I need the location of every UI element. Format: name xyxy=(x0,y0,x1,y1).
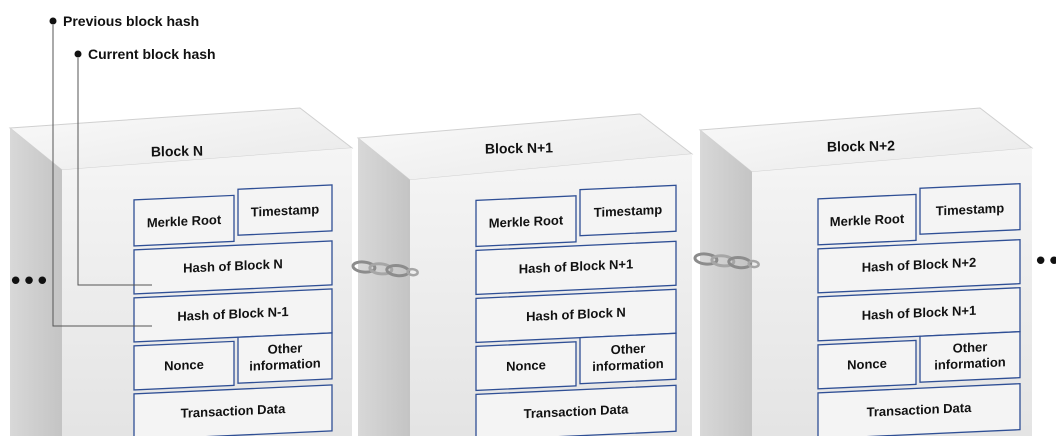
nonce-cell xyxy=(133,340,235,391)
other-info-cell xyxy=(237,332,333,384)
current-hash-cell xyxy=(133,240,333,295)
other-info-line2: information xyxy=(934,354,1006,372)
transaction-data-label: Transaction Data xyxy=(867,400,972,420)
current-hash-bullet-icon xyxy=(74,50,82,58)
current-hash-cell xyxy=(817,239,1021,294)
nonce-cell xyxy=(817,339,917,390)
timestamp-label: Timestamp xyxy=(936,200,1004,218)
timestamp-cell xyxy=(237,184,333,236)
merkle-root-label: Merkle Root xyxy=(830,211,905,229)
previous-hash-label: Hash of Block N+1 xyxy=(862,303,976,323)
chain-link-2 xyxy=(693,252,760,270)
block-title: Block N+2 xyxy=(827,137,896,154)
chain-link-icon xyxy=(693,252,719,266)
other-info-line2: information xyxy=(249,355,321,373)
previous-hash-label: Hash of Block N-1 xyxy=(177,304,288,324)
chain-link-icon xyxy=(727,255,753,270)
block-side-face xyxy=(10,128,62,436)
nonce-label: Nonce xyxy=(847,356,887,373)
timestamp-cell xyxy=(919,183,1021,235)
block-fields: Merkle Root Timestamp Hash of Block N+1 … xyxy=(475,184,677,436)
merkle-root-cell xyxy=(475,195,577,248)
nonce-label: Nonce xyxy=(506,357,546,374)
chain-link-1 xyxy=(351,260,419,278)
merkle-root-label: Merkle Root xyxy=(489,212,564,230)
previous-hash-leader-line xyxy=(52,25,152,327)
legend: Previous block hash Current block hash xyxy=(49,13,216,327)
left-ellipsis: ••• xyxy=(8,267,48,297)
block-fields: Merkle Root Timestamp Hash of Block N Ha… xyxy=(133,184,333,436)
other-info-line2: information xyxy=(592,356,664,374)
other-info-line1: Other xyxy=(611,341,646,358)
block-n: Block N Merkle Root Timestamp Hash of Bl… xyxy=(8,107,354,436)
block-n-plus-2: Block N+2 Merkle Root Timestamp Hash of … xyxy=(698,107,1034,436)
other-info-cell xyxy=(579,332,677,385)
transaction-data-cell xyxy=(817,383,1021,436)
block-fields: Merkle Root Timestamp Hash of Block N+2 … xyxy=(817,183,1021,436)
nonce-cell xyxy=(475,341,577,392)
previous-hash-cell xyxy=(817,287,1021,342)
current-hash-label: Hash of Block N+1 xyxy=(519,256,633,276)
other-info-line1: Other xyxy=(953,339,988,356)
current-hash-cell xyxy=(475,240,677,296)
timestamp-label: Timestamp xyxy=(594,202,662,220)
chain-link-icon xyxy=(747,259,760,269)
merkle-root-cell xyxy=(133,194,235,247)
current-hash-leader-line xyxy=(77,58,152,286)
block-title: Block N+1 xyxy=(485,139,554,156)
block-side-face xyxy=(700,130,752,436)
other-info-cell xyxy=(919,331,1021,383)
other-info-line1: Other xyxy=(268,340,303,357)
timestamp-label: Timestamp xyxy=(251,202,319,220)
block-n-plus-1: Block N+1 Merkle Root Timestamp Hash of … xyxy=(356,113,694,436)
transaction-data-label: Transaction Data xyxy=(524,401,629,421)
previous-hash-bullet-icon xyxy=(49,17,57,25)
nonce-label: Nonce xyxy=(164,357,204,374)
previous-hash-legend-label: Previous block hash xyxy=(63,13,199,29)
timestamp-cell xyxy=(579,184,677,237)
current-hash-label: Hash of Block N+2 xyxy=(862,255,976,275)
block-title: Block N xyxy=(151,143,203,160)
transaction-data-label: Transaction Data xyxy=(181,401,286,421)
chain-link-icon xyxy=(710,254,736,268)
previous-hash-cell xyxy=(475,288,677,344)
right-ellipsis: •• xyxy=(1033,247,1056,277)
block-side-face xyxy=(358,138,410,436)
previous-hash-label: Hash of Block N xyxy=(526,305,626,325)
previous-hash-cell xyxy=(133,288,333,343)
merkle-root-cell xyxy=(817,193,917,246)
chain-link-icon xyxy=(351,260,377,274)
chain-link-icon xyxy=(368,262,394,276)
current-hash-legend-label: Current block hash xyxy=(88,46,216,62)
transaction-data-cell xyxy=(133,384,333,436)
chain-link-icon xyxy=(406,267,419,277)
merkle-root-label: Merkle Root xyxy=(147,212,222,230)
current-hash-label: Hash of Block N xyxy=(183,256,283,276)
